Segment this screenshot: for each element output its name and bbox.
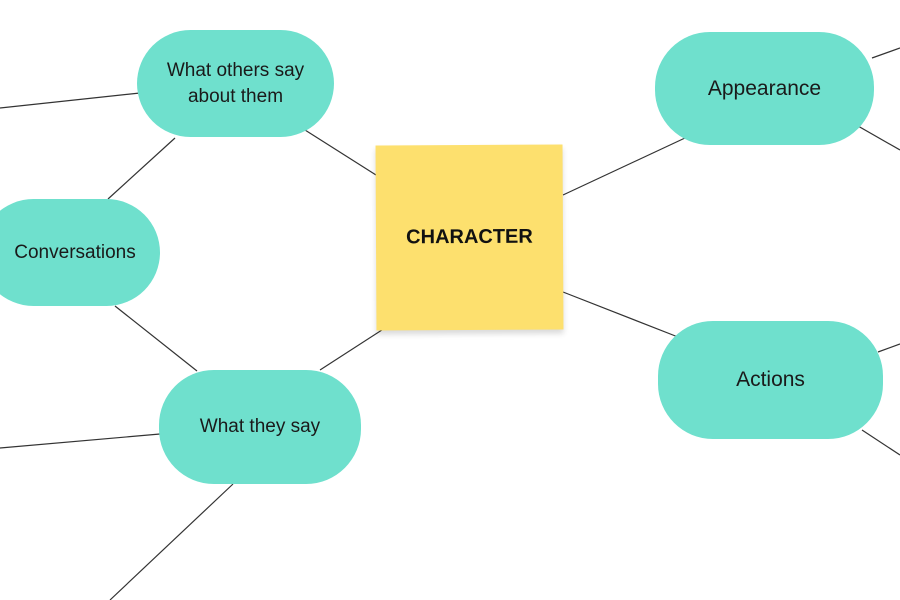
connector — [109, 483, 234, 600]
node-actions[interactable]: Actions — [658, 321, 883, 439]
connector — [0, 433, 161, 449]
sticky-label: CHARACTER — [406, 225, 533, 249]
node-label: What others say about them — [166, 59, 305, 107]
node-label: Actions — [736, 368, 805, 391]
node-label: Appearance — [707, 76, 822, 100]
connector — [0, 92, 141, 109]
connector — [562, 137, 686, 196]
connector — [871, 47, 900, 59]
connector — [304, 129, 377, 176]
connector — [877, 343, 900, 353]
node-appearance[interactable]: Appearance — [655, 32, 874, 145]
node-label: What they say — [199, 416, 321, 437]
connector — [107, 137, 176, 200]
connector — [861, 429, 900, 456]
node-conversations[interactable]: Conversations — [0, 199, 160, 306]
node-label: Conversations — [14, 241, 136, 263]
node-what-others-say[interactable]: What others say about them — [137, 30, 334, 137]
node-what-they-say[interactable]: What they say — [159, 370, 361, 484]
connector — [114, 305, 198, 372]
connector — [562, 291, 679, 338]
connector — [319, 327, 386, 371]
connector — [857, 125, 900, 151]
sticky-note-character[interactable]: CHARACTER — [375, 144, 564, 331]
